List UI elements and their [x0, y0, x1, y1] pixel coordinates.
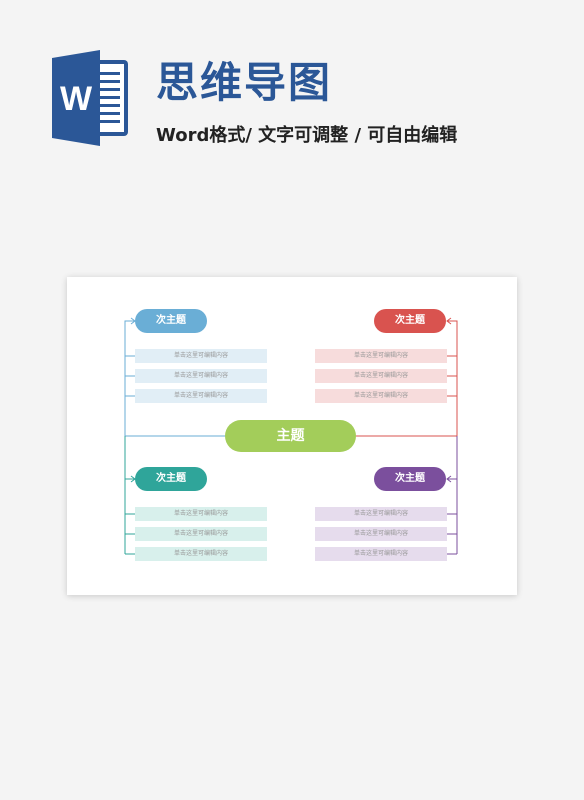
list-item[interactable]: 单击这里可编辑内容	[135, 507, 267, 521]
list-item[interactable]: 单击这里可编辑内容	[135, 547, 267, 561]
list-item[interactable]: 单击这里可编辑内容	[315, 527, 447, 541]
subtopic-top-right[interactable]: 次主题	[374, 309, 446, 333]
subtopic-bottom-right[interactable]: 次主题	[374, 467, 446, 491]
central-topic[interactable]: 主题	[225, 420, 356, 452]
word-logo-icon: W	[52, 50, 128, 146]
logo-letter: W	[60, 80, 93, 118]
list-item[interactable]: 单击这里可编辑内容	[315, 547, 447, 561]
page-subtitle: Word格式/ 文字可调整 / 可自由编辑	[156, 125, 458, 146]
list-item[interactable]: 单击这里可编辑内容	[135, 527, 267, 541]
connector-lines	[124, 317, 458, 555]
list-item[interactable]: 单击这里可编辑内容	[315, 507, 447, 521]
mindmap-sheet: 主题 次主题 单击这里可编辑内容 单击这里可编辑内容 单击这里可编辑内容 次主题…	[67, 277, 517, 595]
page-title: 思维导图	[156, 58, 333, 107]
subtopic-top-left[interactable]: 次主题	[135, 309, 207, 333]
list-item[interactable]: 单击这里可编辑内容	[135, 349, 267, 363]
list-item[interactable]: 单击这里可编辑内容	[315, 369, 447, 383]
list-item[interactable]: 单击这里可编辑内容	[135, 389, 267, 403]
list-item[interactable]: 单击这里可编辑内容	[135, 369, 267, 383]
list-item[interactable]: 单击这里可编辑内容	[315, 349, 447, 363]
subtopic-bottom-left[interactable]: 次主题	[135, 467, 207, 491]
list-item[interactable]: 单击这里可编辑内容	[315, 389, 447, 403]
